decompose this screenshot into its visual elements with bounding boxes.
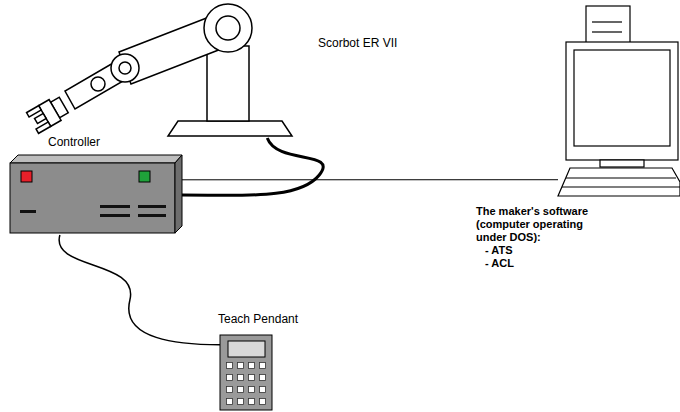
controller-unit [10,155,182,233]
tower-drive [592,31,622,32]
robot-column [207,46,249,121]
computer [558,6,680,196]
forearm [65,59,130,109]
gripper [27,95,70,134]
robot-arm [27,4,292,136]
pendant-screen [228,341,265,357]
monitor-screen [574,50,670,146]
teach-pendant-node: Teach Pendant [220,335,272,410]
controller-top [10,155,182,163]
controller-side [175,155,182,233]
controller-slot [20,210,36,213]
shoulder-joint-inner [216,16,240,40]
teach-pendant-device [220,335,272,410]
device-label: The maker's software (computer operating… [476,205,606,244]
elbow-joint [111,54,139,82]
controller-slot [100,205,130,208]
elbow-joint-inner [119,62,131,74]
controller-slot [138,214,166,217]
controller-front [10,163,175,233]
device-label: Scorbot ER VII [318,36,397,50]
device-label: Controller [48,135,100,149]
controller-slot [138,205,166,208]
keyboard [558,168,680,196]
label-column: The maker's software (computer operating… [476,205,606,270]
keyboard-row [566,177,676,178]
shoulder-joint [204,4,252,52]
keyboard-row [562,186,680,187]
label-column: Teach Pendant [218,312,298,326]
pendant-body [220,335,272,410]
robot-node: Scorbot ER VII [25,0,310,138]
computer-node: The maker's software (computer operating… [558,5,680,197]
software-item: - ACL [485,257,606,270]
green-lamp [139,171,150,182]
tower-drive [592,21,622,22]
cable [182,179,558,180]
wrist-joint [91,77,105,91]
red-lamp [21,171,32,182]
robot-base [168,121,292,136]
software-item: - ATS [485,244,606,257]
label-column: Controller [48,135,100,149]
controller-slot [100,214,130,217]
cable [182,138,323,195]
monitor [566,42,678,160]
device-label: Teach Pendant [218,312,298,326]
pendant-keys [226,362,270,410]
controller-node: Controller [10,155,182,235]
monitor-stand [600,160,644,167]
label-column: Scorbot ER VII [318,36,397,50]
cable [59,235,220,345]
